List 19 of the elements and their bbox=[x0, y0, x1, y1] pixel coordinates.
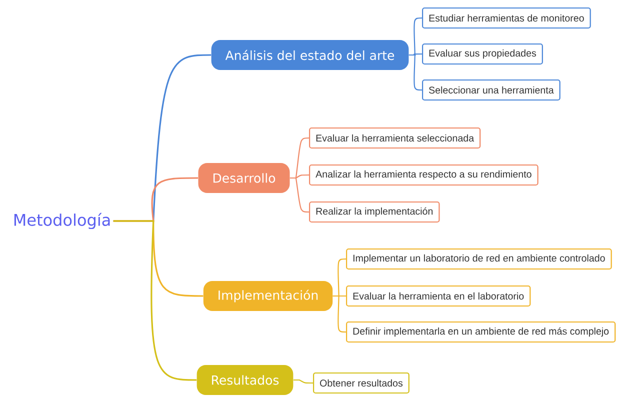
subtopic-box: Seleccionar una herramienta bbox=[422, 79, 560, 101]
topic-box: Desarrollo bbox=[198, 163, 290, 193]
subtopic-box: Estudiar herramientas de monitoreo bbox=[422, 7, 591, 29]
branch-line bbox=[293, 379, 313, 384]
branch-line bbox=[408, 54, 422, 91]
topic-box: Implementación bbox=[203, 281, 333, 311]
subtopic-box: Obtener resultados bbox=[313, 372, 410, 394]
title-text: Metodología bbox=[14, 212, 110, 230]
topic-box: Resultados bbox=[196, 365, 294, 395]
subtopic-box: Realizar la implementación bbox=[309, 201, 440, 223]
subtopic-box: Evaluar sus propiedades bbox=[422, 43, 543, 65]
subtopic-box: Evaluar la herramienta seleccionada bbox=[309, 127, 481, 149]
branch-line bbox=[113, 220, 197, 381]
subtopic-box: Analizar la herramienta respecto a su rendimiento bbox=[309, 164, 538, 186]
subtopic-box: Implementar un laboratorio de red en ambiente controlado bbox=[346, 248, 612, 270]
subtopic-box: Definir implementarla en un ambiente de red más complejo bbox=[346, 321, 616, 343]
subtopic-box: Evaluar la herramienta en el laboratorio bbox=[346, 285, 531, 307]
topic-box: Análisis del estado del arte bbox=[211, 40, 409, 70]
branch-line bbox=[332, 295, 346, 333]
